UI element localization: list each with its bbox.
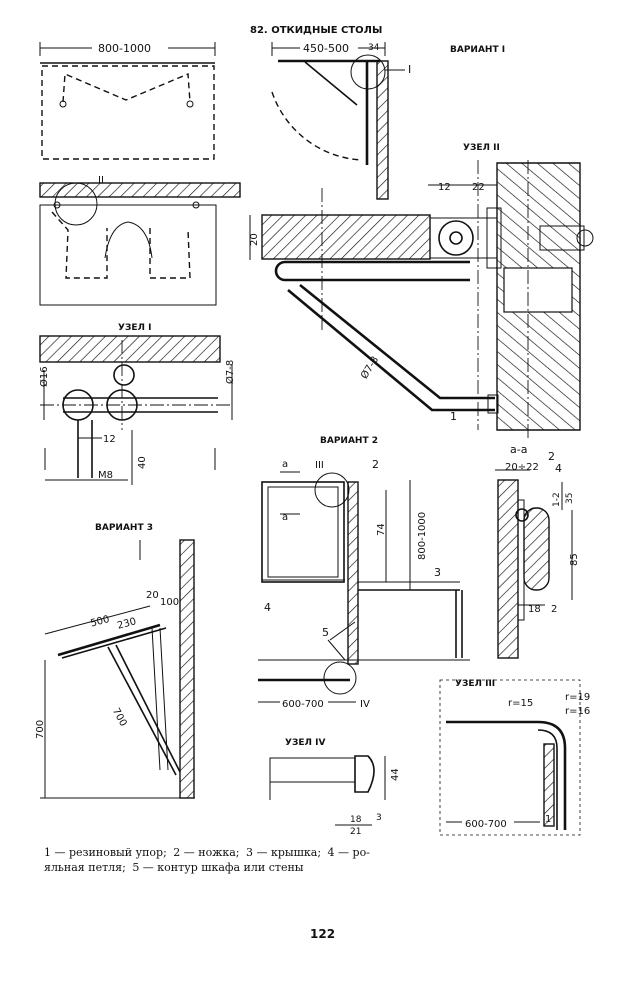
node2-detail: УЗЕЛ II 12 22 20 Ø7-8 1 [249,143,594,440]
dim-18-a: 18 [528,604,541,615]
variant2-label: ВАРИАНТ 2 [320,436,378,446]
caption-item-3: 3 — крышка; [246,846,322,859]
dim-20-b: 20 [146,590,159,601]
dim-1-2: 1-2 [552,492,562,507]
callout-1-node2: 1 [450,410,457,423]
dim-12-a: 12 [438,182,451,193]
caption-item-6: 5 — контур шкафа или стены [132,861,304,874]
section-a-bottom: a [282,512,288,523]
dim-d16: Ø16 [38,366,50,387]
sheet-title: 82. ОТКИДНЫЕ СТОЛЫ [250,25,382,36]
dim-40: 40 [137,456,148,469]
dim-35: 35 [565,493,575,504]
dim-7-8-b: Ø7-8 [224,360,236,384]
callout-2-v2: 2 [372,458,379,471]
dim-7-8-a: Ø7-8 [358,354,381,381]
dim-450-500: 450-500 [303,42,349,55]
dim-500: 500 [89,614,110,630]
caption-item-4: 4 — ро- [327,846,370,859]
page-number: 122 [310,927,335,941]
variant1-plan: II [39,175,241,306]
marker-III-a: III [315,460,324,471]
r-16: r=16 [565,706,590,717]
dim-800-1000: 800-1000 [98,42,151,55]
dim-44: 44 [390,768,401,781]
node3-detail: УЗЕЛ III r=15 r=19 r=16 600-700 1 [439,679,590,836]
figure-caption: 1 — резиновый упор; 2 — ножка; 3 — крышк… [44,845,584,875]
variant3-label: ВАРИАНТ 3 [95,523,153,533]
dim-700-b: 700 [110,706,129,728]
node1-detail: УЗЕЛ I Ø16 Ø7-8 12 M8 40 [38,323,236,485]
callout-5-v2: 5 [322,626,329,639]
dim-20-22: 20÷22 [505,462,539,473]
dim-3: 3 [376,813,382,823]
caption-item-1: 1 — резиновый упор; [44,846,167,859]
callout-4-v2: 4 [264,601,271,614]
dim-700-a: 700 [35,720,46,739]
dim-600-700-b: 600-700 [465,819,507,830]
node1-label: УЗЕЛ I [118,323,151,333]
callout-4-aa: 4 [555,462,562,475]
dim-22: 22 [472,182,485,193]
section-aa: а-а 20÷22 2 4 1-2 35 85 18 2 [495,443,580,659]
dim-230: 230 [116,616,137,632]
variant1-label: ВАРИАНТ I [450,45,505,55]
variant2: ВАРИАНТ 2 a a III 2 74 800-1000 3 4 5 60… [258,436,470,710]
dim-18-b: 18 [350,815,362,825]
dim-800-1000-b: 800-1000 [417,512,428,560]
variant1-top-view: 800-1000 [39,40,216,160]
section-aa-label: а-а [510,443,527,456]
dim-74: 74 [376,523,387,536]
marker-II-a: II [98,175,104,186]
dim-20: 20 [249,233,260,246]
dim-2: 2 [551,604,557,615]
dim-34: 34 [368,43,380,53]
node3-label: УЗЕЛ III [455,679,495,689]
dim-M8: M8 [98,470,113,481]
dim-85: 85 [569,553,580,566]
variant1-side: 450-500 34 I [271,40,411,200]
section-a-top: a [282,459,288,470]
dim-21: 21 [350,827,361,837]
r-19: r=19 [565,692,590,703]
callout-1-node3: 1 [545,814,551,825]
dim-12-b: 12 [103,434,116,445]
node4-detail: УЗЕЛ IV 44 18 3 21 [269,738,401,837]
marker-IV-a: IV [360,699,370,710]
caption-item-2: 2 — ножка; [173,846,240,859]
marker-I-a: I [408,63,411,76]
variant3: ВАРИАНТ 3 500 230 20 100 700 700 [35,523,195,799]
node2-label: УЗЕЛ II [463,143,500,153]
dim-100: 100 [160,597,179,608]
node4-label: УЗЕЛ IV [285,738,325,748]
caption-item-5: яльная петля; [44,861,126,874]
r-15: r=15 [508,698,533,709]
callout-3-v2: 3 [434,566,441,579]
dim-600-700-a: 600-700 [282,699,324,710]
callout-2-aa: 2 [548,450,555,463]
